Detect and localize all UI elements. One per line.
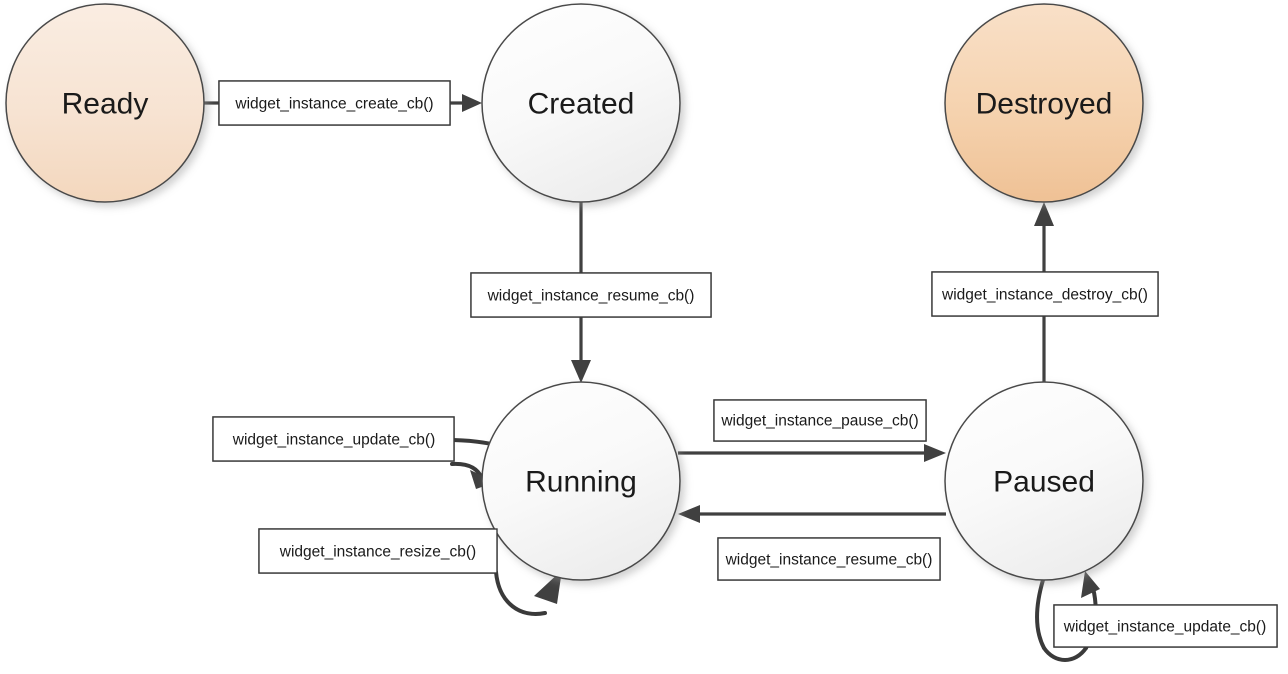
label-overlay-resume-created: widget_instance_resume_cb()	[470, 272, 712, 318]
transition-resize-running-arrowhead	[534, 570, 562, 604]
overlay-label-pause: widget_instance_pause_cb()	[720, 413, 918, 430]
state-node-running-label: Running	[525, 466, 637, 499]
state-node-created[interactable]: Created	[481, 3, 681, 203]
transition-resize-running-curve-out	[494, 570, 547, 616]
state-node-destroyed-label: Destroyed	[976, 88, 1113, 121]
overlay-box-update-paused	[1053, 604, 1278, 648]
state-node-paused-circle	[944, 381, 1144, 581]
overlay-label-resume-created: widget_instance_resume_cb()	[487, 288, 695, 305]
label-overlay-destroy: widget_instance_destroy_cb()	[931, 271, 1159, 317]
transition-resume-paused-arrowhead	[678, 505, 700, 523]
state-node-created-label: Created	[528, 88, 635, 121]
overlay-label-resize-running: widget_instance_resize_cb()	[279, 544, 476, 561]
label-overlay-update-paused: widget_instance_update_cb()	[1053, 604, 1278, 648]
overlay-box-resume-paused	[717, 537, 941, 581]
label-overlay-resize-running: widget_instance_resize_cb()	[258, 528, 498, 574]
overlay-box-pause	[713, 399, 927, 442]
transition-create-arrowhead	[462, 94, 482, 112]
transition-resume-created-arrowhead	[571, 360, 591, 383]
state-node-paused-label: Paused	[993, 466, 1095, 499]
label-overlay-pause: widget_instance_pause_cb()	[713, 399, 927, 442]
overlay-label-update-running: widget_instance_update_cb()	[232, 432, 436, 449]
overlay-label-destroy: widget_instance_destroy_cb()	[941, 287, 1148, 304]
label-overlay-resume-paused: widget_instance_resume_cb()	[717, 537, 941, 581]
state-node-created-circle	[481, 3, 681, 203]
label-overlay-create: widget_instance_create_cb()	[218, 80, 451, 126]
overlay-box-resize-running	[258, 528, 498, 574]
transition-update-paused-curve-out	[1035, 578, 1046, 650]
state-node-ready-label: Ready	[62, 88, 149, 121]
state-node-ready[interactable]: Ready	[5, 3, 205, 203]
overlay-box-resume-created	[470, 272, 712, 318]
state-node-ready-circle	[5, 3, 205, 203]
transition-update-paused-curve-bottom	[1042, 646, 1088, 662]
label-overlay-update-running: widget_instance_update_cb()	[212, 416, 455, 462]
state-node-running-circle	[481, 381, 681, 581]
overlay-label-update-paused: widget_instance_update_cb()	[1063, 619, 1267, 636]
transition-pause-arrowhead	[924, 444, 946, 462]
state-node-destroyed[interactable]: Destroyed	[944, 3, 1144, 203]
state-node-running[interactable]: Running	[481, 381, 681, 581]
overlay-label-resume-paused: widget_instance_resume_cb()	[725, 552, 933, 569]
overlay-box-update-running	[212, 416, 455, 462]
transition-update-paused-arrowhead	[1081, 571, 1100, 598]
state-node-destroyed-circle	[944, 3, 1144, 203]
overlay-label-create: widget_instance_create_cb()	[234, 96, 433, 113]
overlay-box-create	[218, 80, 451, 126]
overlay-box-destroy	[931, 271, 1159, 317]
state-node-paused[interactable]: Paused	[944, 381, 1144, 581]
transition-destroy-arrowhead	[1034, 202, 1054, 226]
